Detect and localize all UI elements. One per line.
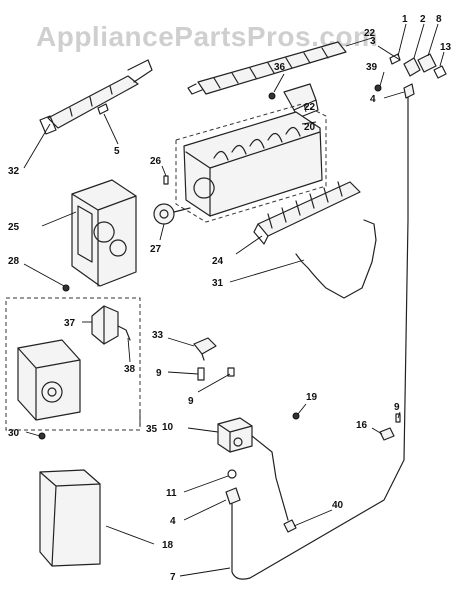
callout-1: 1 — [402, 14, 408, 25]
callout-2: 2 — [420, 14, 426, 25]
callout-30: 30 — [8, 428, 20, 439]
leader-lines — [23, 23, 445, 577]
mold-assembly-outline — [175, 103, 327, 223]
callout-27: 27 — [150, 244, 162, 255]
fitting-part-8 — [417, 53, 437, 73]
callout-22-top: 22 — [364, 28, 376, 39]
callout-9-b: 9 — [188, 396, 194, 407]
callout-36: 36 — [274, 62, 286, 73]
shutoff-arm-part-31 — [295, 219, 377, 299]
callout-39: 39 — [366, 62, 378, 73]
callout-4-lower: 4 — [170, 516, 176, 527]
callout-20: 20 — [304, 122, 316, 133]
callout-10: 10 — [162, 422, 174, 433]
callout-37: 37 — [64, 318, 76, 329]
ice-mold-part-20 — [183, 111, 323, 217]
screw-part-9-a — [197, 367, 205, 381]
fitting-part-39 — [374, 84, 382, 92]
motor-housing-part-25 — [71, 179, 137, 287]
callout-3: 3 — [370, 36, 376, 47]
callout-38: 38 — [124, 364, 136, 375]
callout-40: 40 — [332, 500, 344, 511]
front-cover-assembly-outline — [5, 297, 141, 431]
screw-part-36 — [268, 92, 276, 100]
callout-25: 25 — [8, 222, 20, 233]
callout-9-c: 9 — [394, 402, 400, 413]
fitting-part-13 — [433, 65, 447, 79]
callout-31: 31 — [212, 278, 224, 289]
callout-labels: 1 2 3 8 13 22 39 4 36 22 20 32 5 26 25 2… — [8, 14, 452, 583]
fill-tube-part-32 — [39, 59, 153, 135]
switch-part-38 — [117, 325, 131, 341]
screw-part-9-b — [227, 367, 235, 377]
bracket-part-22 — [283, 83, 319, 119]
clip-part-5 — [97, 103, 109, 115]
screw-part-19 — [292, 412, 300, 420]
callout-16: 16 — [356, 420, 368, 431]
callout-4-upper: 4 — [370, 94, 376, 105]
screw-part-26 — [163, 175, 169, 185]
callout-28: 28 — [8, 256, 20, 267]
screw-part-40 — [283, 519, 297, 533]
water-line-part-7 — [231, 91, 409, 580]
callout-26: 26 — [150, 156, 162, 167]
callout-8: 8 — [436, 14, 442, 25]
callout-33: 33 — [152, 330, 164, 341]
callout-32: 32 — [8, 166, 20, 177]
gear-part-27 — [153, 203, 191, 225]
callout-11: 11 — [166, 488, 177, 499]
fitting-part-4-upper — [403, 83, 415, 99]
clip-part-16 — [379, 427, 395, 441]
callout-19: 19 — [306, 392, 318, 403]
callout-5: 5 — [114, 146, 120, 157]
screw-part-9-c — [395, 413, 401, 423]
front-cover-part-35 — [17, 339, 81, 421]
motor-module-part-37 — [91, 305, 119, 345]
nut-part-11 — [227, 469, 237, 479]
callout-18: 18 — [162, 540, 174, 551]
callout-7: 7 — [170, 572, 176, 583]
screw-part-28 — [62, 284, 70, 292]
callout-24: 24 — [212, 256, 224, 267]
callout-35: 35 — [146, 424, 158, 435]
fitting-part-4-lower — [225, 487, 241, 505]
water-valve-part-10 — [217, 417, 289, 521]
callout-13: 13 — [440, 42, 452, 53]
fitting-part-2 — [403, 57, 421, 77]
ejector-part-22 — [187, 41, 347, 95]
callout-22-right: 22 — [304, 102, 316, 113]
bracket-part-33 — [193, 337, 217, 361]
callout-9-a: 9 — [156, 368, 162, 379]
cover-panel-part-18 — [39, 469, 101, 567]
